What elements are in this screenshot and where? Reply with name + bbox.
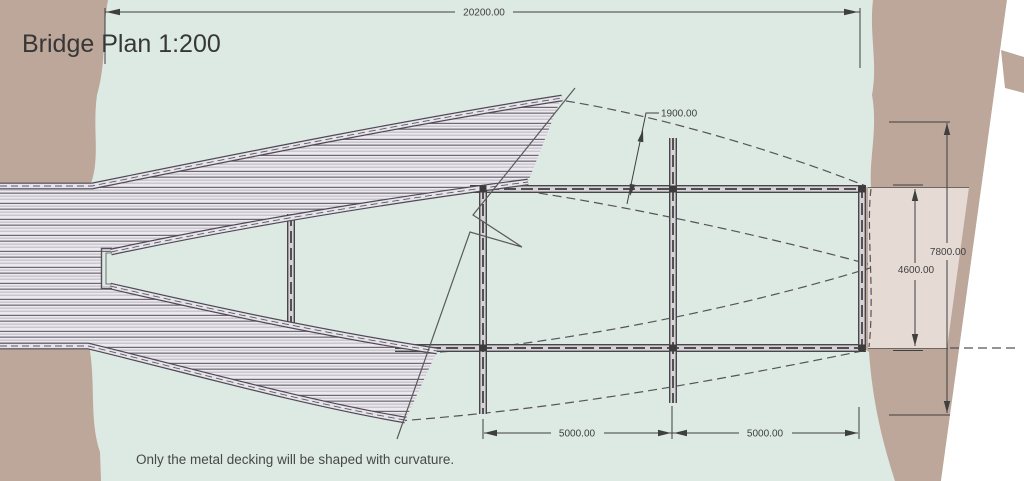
right-bank-spur [1001, 50, 1024, 93]
abutment-deck-strip [868, 187, 969, 348]
dimension-curve-offset-label: 1900.00 [661, 109, 698, 120]
curvature-outline-upper-outer [565, 100, 867, 187]
connection-node [669, 185, 677, 193]
curvature-outline-lower-outer [397, 349, 868, 422]
dimension-deck-width: 7800.00 [889, 121, 967, 416]
left-bank-lower [0, 345, 101, 481]
dimension-bay-right-label: 5000.00 [747, 429, 784, 440]
curvature-outline-upper-inner [524, 190, 869, 265]
dimension-overall-span: 20200.00 [104, 8, 861, 68]
dimension-frame-width: 4600.00 [893, 184, 935, 351]
dimension-bay-left-label: 5000.00 [559, 429, 596, 440]
drawing-title: Bridge Plan 1:200 [22, 30, 221, 58]
connection-node [858, 185, 866, 193]
v-notch-abutment-bracket [100, 247, 112, 290]
dimension-overall-span-label: 20200.00 [463, 8, 505, 19]
curvature-outline-lower-inner [439, 267, 871, 353]
left-bank-upper [0, 0, 108, 186]
drawing-note: Only the metal decking will be shaped wi… [136, 452, 454, 467]
connection-node [479, 344, 487, 352]
dimension-bays: 5000.00 5000.00 [482, 406, 860, 440]
dimension-curve-offset: 1900.00 [626, 109, 698, 205]
break-line [396, 87, 576, 440]
dimension-frame-width-label: 4600.00 [898, 265, 935, 276]
connection-nodes [479, 185, 866, 352]
dimension-deck-width-label: 7800.00 [930, 247, 967, 258]
curvature-outlines [397, 100, 1016, 422]
connection-node [669, 344, 677, 352]
deck-end-outline [868, 188, 872, 348]
connection-node [479, 185, 487, 193]
connection-node [858, 344, 866, 352]
paper-margin [941, 0, 1024, 481]
